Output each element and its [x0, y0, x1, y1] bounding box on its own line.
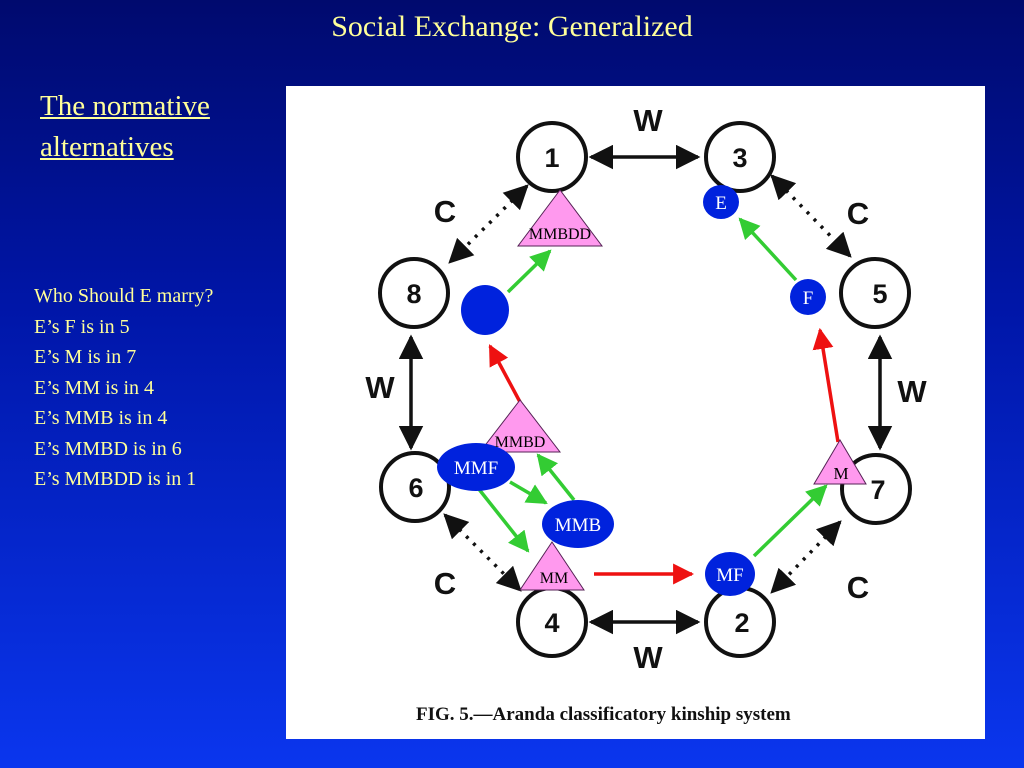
person-mmbdd-triangle [517, 189, 603, 247]
person-mmbdd-label: MMBDD [529, 226, 591, 243]
slide-title: Social Exchange: Generalized [331, 10, 693, 43]
note-line: E’s MM is in 4 [34, 376, 155, 399]
link-arrow-mmf-mmb [509, 480, 548, 505]
relation-arrow-lower-right [770, 520, 842, 594]
subheading-line-2: alternatives [40, 131, 174, 163]
section-4-label: 4 [544, 608, 559, 638]
relation-label-upper-right: C [847, 196, 869, 231]
section-relations [398, 144, 893, 635]
person-e-oval [703, 185, 739, 219]
person-mmb-label: MMB [555, 515, 601, 536]
kinship-diagram: 1 3 5 7 2 4 6 8 W W W W C C C C [365, 103, 927, 725]
person-mm-label: MM [540, 570, 568, 587]
section-5-label: 5 [872, 279, 887, 309]
female-persons [478, 189, 867, 591]
person-labels: MMBDD E F MMBD MMF M MMB MM MF [454, 193, 849, 587]
person-m-label: M [833, 464, 848, 483]
relation-label-lower-left: C [434, 566, 456, 601]
relation-label-lower-right: C [847, 570, 869, 605]
link-arrow-mmf-mm [476, 486, 530, 553]
person-f-oval [790, 279, 826, 315]
person-mmf-oval [437, 443, 515, 491]
descent-arrow-m-f [812, 327, 840, 443]
person-m-triangle [813, 439, 867, 485]
section-3-label: 3 [732, 143, 747, 173]
person-mmb-oval [542, 500, 614, 548]
subheading: The normative alternatives [40, 86, 280, 168]
subheading-line-1: The normative [40, 90, 210, 122]
person-mmbd-label: MMBD [495, 434, 546, 451]
link-arrow-mmb-mmbd [536, 453, 576, 502]
note-line: E’s MMBD is in 6 [34, 437, 182, 460]
person-f-label: F [803, 288, 814, 309]
note-line: E’s F is in 5 [34, 315, 130, 338]
person-mm-triangle [519, 541, 585, 591]
relation-labels: W W W W C C C C [365, 103, 927, 675]
section-7-label: 7 [870, 475, 885, 505]
note-line: E’s MMB is in 4 [34, 407, 168, 429]
section-6-label: 6 [408, 473, 423, 503]
person-spouse-oval [461, 285, 509, 335]
relation-label-top: W [633, 103, 663, 138]
descent-arrow-mmbd-spouse [488, 344, 522, 403]
section-labels: 1 3 5 7 2 4 6 8 [406, 143, 887, 638]
link-arrow-f-e [738, 217, 798, 282]
link-arrow-spouse-mmbdd [506, 249, 552, 294]
person-mf-oval [705, 552, 755, 596]
person-mf-label: MF [716, 565, 743, 586]
marriage-arrows [476, 217, 828, 558]
relation-arrow-upper-right [770, 174, 852, 258]
note-question: Who Should E marry? [34, 285, 214, 307]
cousin-relations [443, 174, 852, 594]
link-arrow-mf-m [752, 484, 828, 558]
note-line: E’s M is in 7 [34, 346, 137, 368]
figure-caption: FIG. 5.—Aranda classificatory kinship sy… [416, 704, 791, 725]
relation-label-left: W [365, 370, 395, 405]
person-mmf-label: MMF [454, 458, 498, 479]
section-1-label: 1 [544, 143, 559, 173]
person-mmbd-triangle [478, 399, 562, 453]
person-e-label: E [715, 193, 727, 214]
relation-label-bottom: W [633, 640, 663, 675]
section-5-circle [839, 257, 911, 329]
male-persons [437, 185, 826, 596]
relation-label-upper-left: C [434, 194, 456, 229]
section-1-circle [516, 121, 588, 193]
section-8-label: 8 [406, 279, 421, 309]
section-8-circle [378, 257, 450, 329]
section-2-label: 2 [734, 608, 749, 638]
section-3-circle [704, 121, 776, 193]
section-6-circle [379, 451, 451, 523]
note-line: E’s MMBDD is in 1 [34, 468, 197, 490]
descent-arrows [488, 327, 840, 585]
relation-label-right: W [897, 374, 927, 409]
relation-arrow-upper-left [448, 184, 529, 264]
kinship-figure: 1 3 5 7 2 4 6 8 W W W W C C C C [286, 86, 985, 739]
notes-list: Who Should E marry? E’s F is in 5 E’s M … [34, 281, 284, 495]
